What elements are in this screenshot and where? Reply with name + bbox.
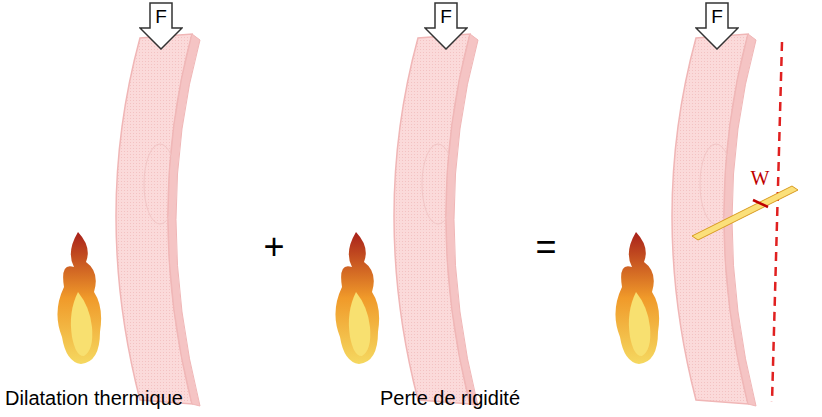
crack-plane [692, 186, 798, 240]
wall-panel [394, 34, 478, 406]
force-arrow: F [695, 2, 739, 50]
plus-sign: + [263, 226, 284, 268]
flame [57, 232, 101, 364]
deflection-mark [753, 200, 768, 207]
caption: Dilatation thermique [5, 387, 183, 410]
wall-panel [116, 34, 200, 406]
deflection-label: W [751, 167, 770, 190]
force-label: F [695, 2, 739, 28]
equals-sign: = [535, 226, 556, 268]
force-arrow: F [424, 2, 468, 50]
flame [615, 232, 659, 364]
force-label: F [139, 2, 183, 28]
reference-axis [772, 42, 782, 402]
force-label: F [424, 2, 468, 28]
flame [335, 232, 379, 364]
caption: Perte de rigidité [380, 387, 520, 410]
wall-panel [672, 34, 756, 406]
force-arrow: F [139, 2, 183, 50]
